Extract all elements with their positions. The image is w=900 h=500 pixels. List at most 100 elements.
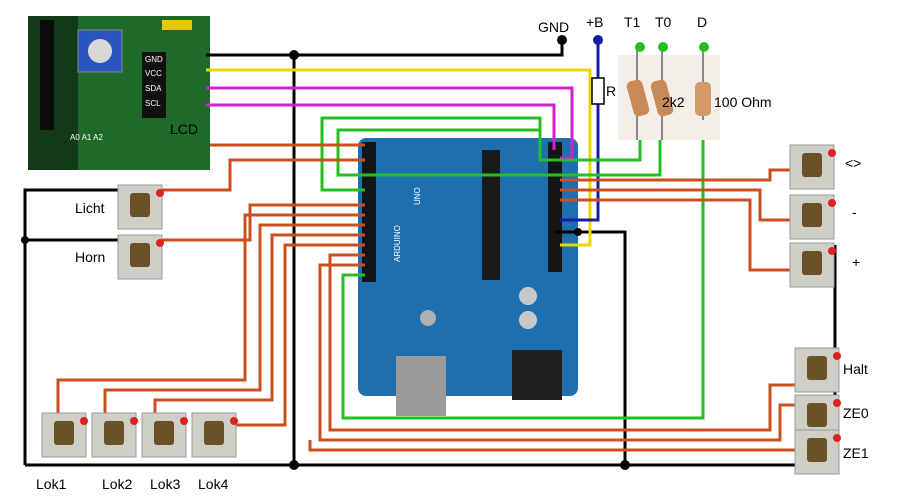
pushbutton-lok2[interactable] [91, 412, 138, 458]
contrast-potentiometer [77, 29, 123, 73]
button-contact-dot [833, 399, 841, 407]
pushbutton-halt[interactable] [794, 347, 841, 393]
t0-wire [336, 128, 662, 177]
lcd-label: LCD [170, 121, 198, 137]
halt-wire [328, 253, 800, 432]
terminal-gnd-label: GND [538, 19, 569, 35]
terminal-t1-label: T1 [624, 14, 641, 30]
lcd-pin-sda: SDA [145, 84, 162, 93]
button-cap [104, 421, 124, 445]
arduino-uno: ARDUINO UNO [358, 138, 578, 416]
pushbutton-licht[interactable] [117, 184, 164, 230]
power-jack [512, 350, 562, 400]
resistor-t1 [626, 79, 650, 117]
button-dir-label: <> [845, 155, 861, 171]
t0-terminal-dot [658, 42, 668, 52]
dir-wire [560, 168, 800, 182]
button-contact-dot [180, 417, 188, 425]
button-lok3-label: Lok3 [150, 476, 181, 492]
arduino-model: UNO [413, 187, 422, 205]
d-terminal-dot [699, 42, 709, 52]
potentiometer-knob [88, 39, 112, 63]
pushbutton-minus[interactable] [789, 194, 836, 240]
terminal-d-label: D [697, 14, 707, 30]
gnd-terminal-dot [557, 35, 567, 45]
button-cap [204, 421, 224, 445]
button-contact-dot [828, 247, 836, 255]
junction-dot [289, 460, 299, 470]
plus-wire [560, 198, 800, 272]
button-licht-label: Licht [75, 200, 105, 216]
button-cap [807, 403, 827, 427]
button-contact-dot [828, 199, 836, 207]
capacitor-1 [519, 287, 537, 305]
junction-dot [289, 50, 299, 60]
pushbutton-lok3[interactable] [141, 412, 188, 458]
button-lok2-label: Lok2 [102, 476, 133, 492]
button-plus-label: + [852, 254, 860, 270]
resistor-r-label: R [606, 83, 616, 99]
scl-wire [206, 103, 556, 150]
plusb-terminal-dot [593, 35, 603, 45]
pushbutton-dir[interactable] [789, 144, 836, 190]
arduino-board [358, 138, 578, 396]
button-cap [154, 421, 174, 445]
t1-wire [320, 116, 642, 192]
pushbutton-ze1[interactable] [794, 429, 841, 475]
sda-wire [206, 86, 574, 160]
button-minus-label: - [852, 204, 857, 220]
junctions [21, 35, 630, 470]
lcd-module: GND VCC SDA SCL A0 A1 A2 LCD [28, 16, 210, 170]
lok3-wire [153, 233, 365, 418]
button-cap [807, 438, 827, 462]
button-contact-dot [230, 417, 238, 425]
button-contact-dot [130, 417, 138, 425]
terminal-t0-label: T0 [655, 14, 672, 30]
button-cap [807, 356, 827, 380]
atmega-chip [482, 150, 500, 280]
ze0-wire [318, 263, 800, 442]
button-cap [802, 153, 822, 177]
lok2-wire [103, 223, 365, 418]
lcd-i2c-header [142, 52, 166, 118]
junction-dot [574, 228, 582, 236]
ze1-wire [308, 440, 800, 452]
button-contact-dot [833, 434, 841, 442]
d-wire [341, 120, 705, 420]
licht-wire [160, 158, 365, 192]
green-terminal-dots [635, 42, 709, 52]
button-cap [54, 421, 74, 445]
button-cap [130, 193, 150, 217]
lcd-addr-pins: A0 A1 A2 [70, 133, 103, 142]
minus-wire [560, 188, 800, 222]
lcd-pin-scl: SCL [145, 99, 161, 108]
horn-wire [160, 203, 365, 242]
gnd-wire-lcd [206, 40, 564, 57]
button-contact-dot [80, 417, 88, 425]
usb-connector [396, 356, 446, 416]
button-contact-dot [156, 189, 164, 197]
digital-header [362, 142, 376, 282]
lok4-wire [228, 243, 365, 427]
resistor-2k2-label: 2k2 [662, 94, 685, 110]
pushbutton-lok1[interactable] [41, 412, 88, 458]
button-contact-dot [833, 352, 841, 360]
button-lok1-label: Lok1 [36, 476, 67, 492]
terminal-plusb-label: +B [586, 14, 604, 30]
resistor-2k2 [650, 79, 674, 117]
button-ze0-label: ZE0 [843, 405, 869, 421]
button-horn-label: Horn [75, 249, 105, 265]
junction-dot [620, 460, 630, 470]
pushbutton-horn[interactable] [117, 234, 164, 280]
pushbutton-lok4[interactable] [191, 412, 238, 458]
button-halt-label: Halt [843, 361, 868, 377]
t1-terminal-dot [635, 42, 645, 52]
capacitor-2 [519, 311, 537, 329]
button-cap [130, 243, 150, 267]
gnd-wire-licht [23, 188, 125, 465]
buttons [41, 144, 841, 475]
pushbutton-plus[interactable] [789, 242, 836, 288]
button-contact-dot [828, 149, 836, 157]
lcd-gold-pad [162, 20, 192, 30]
